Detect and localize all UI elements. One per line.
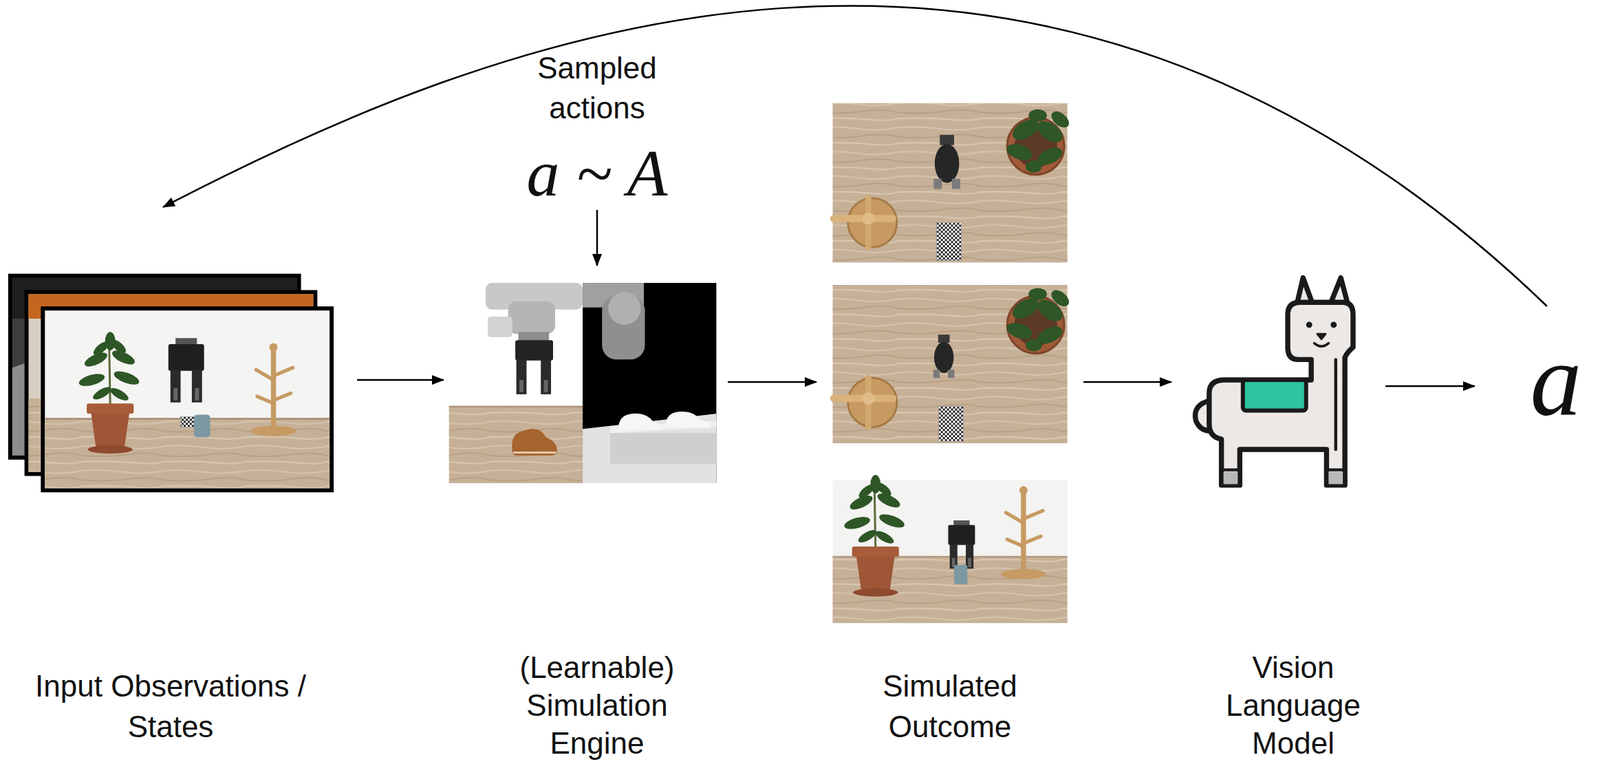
simulation-render-part — [511, 428, 558, 456]
simulation-render-part — [449, 282, 583, 483]
flow-arrow — [1385, 385, 1475, 388]
node-label: a ~ A — [507, 142, 687, 205]
simulation-render-part — [618, 413, 664, 430]
label-holder: Sampled actions — [514, 48, 680, 128]
llama-icon-part — [1221, 467, 1241, 471]
input-photo-stack-part — [251, 343, 296, 437]
llama-icon-part — [1334, 359, 1338, 450]
outcome-images — [832, 103, 1072, 623]
input-observations: Input Observations / States — [10, 275, 332, 750]
simulation-render-part — [508, 301, 556, 334]
flow-arrow — [1083, 381, 1172, 384]
flow-arrow — [727, 381, 817, 384]
llama-icon-part — [1331, 321, 1336, 327]
outcome-images-part — [833, 377, 897, 427]
llama-icon — [1195, 277, 1354, 485]
outcome-images-part — [936, 222, 962, 261]
simulation-render-part — [449, 406, 583, 483]
node-label: (Learnable) Simulation Engine — [504, 647, 690, 762]
llama-icon-part — [1223, 471, 1239, 485]
flow-arrow — [357, 379, 444, 382]
simulation-render-part — [608, 291, 641, 324]
llama-icon-part — [1314, 343, 1329, 347]
input-photo-stack-part — [42, 308, 332, 490]
simulation-render-part — [582, 282, 717, 483]
outcome-images-part — [938, 406, 964, 441]
simulation-render-part — [487, 316, 513, 338]
outcome-images-part — [1004, 286, 1072, 353]
outcome-images-part — [1004, 107, 1072, 175]
input-photo-stack-part — [193, 414, 211, 437]
simulation-render-part — [515, 339, 554, 361]
outcome-images-part — [933, 134, 961, 190]
outcome-images-part — [833, 198, 897, 247]
llama-icon-part — [1326, 467, 1345, 471]
llama-icon-part — [1242, 379, 1307, 411]
outcome-images-part — [947, 520, 975, 569]
simulated-outcome: Simulated Outcome — [832, 103, 1068, 750]
node-label: Sampled actions — [514, 48, 680, 128]
label-holder: a — [1521, 327, 1591, 431]
outcome-images-part — [954, 564, 968, 585]
llama-icon-part — [1328, 471, 1343, 485]
node-label: Simulated Outcome — [846, 665, 1054, 747]
label-holder: Input Observations / States — [19, 665, 322, 747]
llama-icon-part — [1306, 321, 1312, 327]
vision-language-model: Vision Language Model — [1194, 280, 1373, 764]
label-holder: (Learnable) Simulation Engine — [504, 647, 690, 762]
node-label: Vision Language Model — [1214, 647, 1373, 762]
flow-arrow — [596, 209, 599, 266]
input-photo-stack-part — [77, 331, 142, 454]
outcome-images-part — [843, 474, 907, 597]
simulation-render-part — [449, 405, 583, 408]
simulation-render-part — [513, 451, 556, 454]
label-holder: Vision Language Model — [1214, 647, 1373, 762]
flow-arrow — [163, 5, 1548, 307]
input-photo-stack — [10, 275, 332, 491]
llama-icon-part — [1317, 333, 1326, 339]
node-label: a — [1521, 327, 1591, 431]
simulation-render-part — [665, 411, 710, 428]
simulation-engine: (Learnable) Simulation Engine — [449, 282, 717, 764]
simulation-render-part — [540, 359, 551, 394]
outcome-images-part — [1000, 485, 1046, 579]
input-photo-stack-part — [168, 337, 205, 402]
output-action: a — [1521, 327, 1591, 434]
node-label: Input Observations / States — [19, 665, 322, 747]
llama-icon-part — [1209, 301, 1354, 485]
simulation-render — [449, 282, 717, 483]
outcome-images-part — [933, 334, 955, 378]
simulation-render-part — [516, 359, 527, 394]
simulation-render-part — [519, 379, 524, 393]
sampled-actions: Sampled actions a ~ A — [507, 48, 687, 208]
label-holder: Simulated Outcome — [846, 665, 1054, 747]
simulation-render-part — [610, 432, 717, 464]
simulation-render-part — [544, 379, 549, 393]
label-holder: a ~ A — [507, 142, 687, 205]
